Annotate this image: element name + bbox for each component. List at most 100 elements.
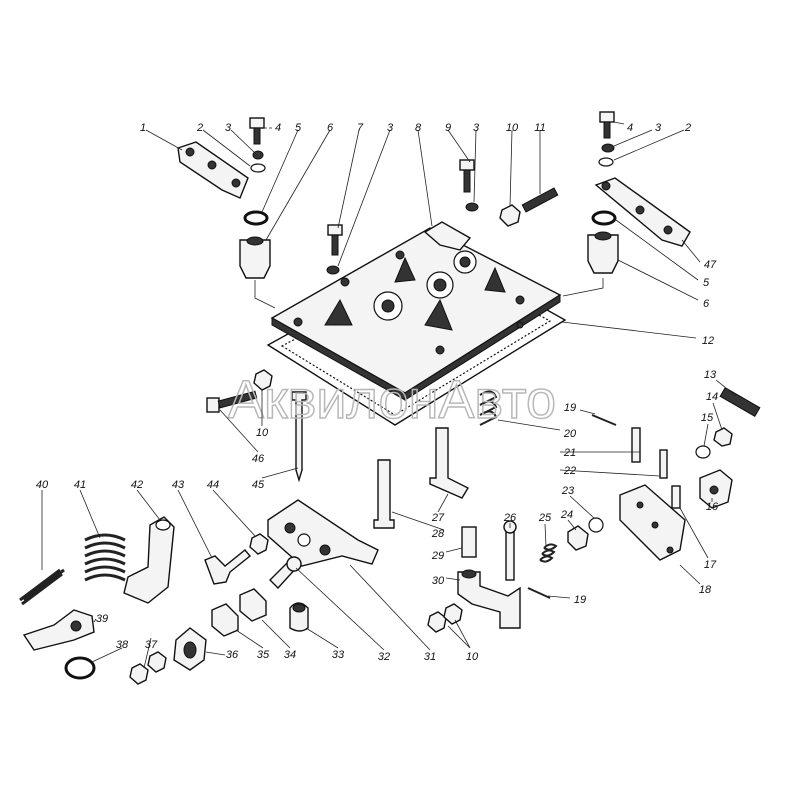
- label-9: 9: [445, 122, 451, 134]
- label-3: 3: [387, 122, 394, 134]
- label-46: 46: [252, 453, 265, 465]
- shaft-27: [429, 427, 469, 499]
- o-ring-5: [243, 210, 269, 226]
- bracket-8: [423, 221, 472, 251]
- nut-10c: [443, 603, 463, 625]
- label-20: 20: [563, 428, 577, 440]
- label-2: 2: [196, 122, 203, 134]
- label-34: 34: [284, 649, 296, 661]
- label-37: 37: [145, 639, 158, 651]
- label-26: 26: [503, 512, 517, 524]
- label-24: 24: [560, 509, 573, 521]
- label-6: 6: [703, 298, 710, 310]
- label-41: 41: [74, 479, 86, 491]
- label-10: 10: [506, 122, 519, 134]
- label-22: 22: [563, 465, 576, 477]
- label-40: 40: [36, 479, 49, 491]
- washer-15: [695, 445, 711, 459]
- nut-37: [129, 663, 149, 685]
- label-23: 23: [561, 485, 575, 497]
- watermark: АквилонАвто: [228, 370, 556, 430]
- label-12: 12: [702, 335, 714, 347]
- label-4: 4: [275, 122, 281, 134]
- label-29: 29: [431, 550, 444, 562]
- label-33: 33: [332, 649, 345, 661]
- label-19: 19: [564, 402, 576, 414]
- label-18: 18: [699, 584, 712, 596]
- bolt-4-head: [249, 117, 265, 129]
- nut-44: [249, 533, 269, 555]
- lever-1: [177, 141, 249, 199]
- bracket-18: [619, 484, 686, 561]
- label-14: 14: [706, 391, 718, 403]
- screw-43: [204, 549, 251, 585]
- connector-line-left: [254, 280, 276, 309]
- label-21: 21: [563, 447, 576, 459]
- nut-14: [713, 427, 733, 447]
- washer-2b: [598, 157, 614, 167]
- nut-10: [499, 204, 521, 227]
- nut-10d: [253, 369, 273, 391]
- label-10: 10: [256, 427, 269, 439]
- label-38: 38: [116, 639, 129, 651]
- o-ring-5b: [591, 210, 617, 226]
- washer-2: [250, 163, 266, 173]
- connector-line-right: [562, 278, 604, 297]
- part-number-labels: 1 2 3 4 5 6 7 3 8 9 3 10 11 4 3 2 47 5 6…: [36, 122, 719, 663]
- label-17: 17: [704, 559, 717, 571]
- bolt-46-shank: [217, 390, 258, 409]
- label-8: 8: [415, 122, 422, 134]
- bolt-13: [719, 386, 761, 418]
- spring-40: [19, 568, 65, 606]
- label-31: 31: [424, 651, 436, 663]
- label-3: 3: [473, 122, 480, 134]
- bushing-6: [239, 239, 271, 279]
- plug-35: [211, 603, 239, 637]
- washer-3d: [601, 143, 615, 153]
- spring-20: [479, 390, 498, 426]
- label-25: 25: [538, 512, 552, 524]
- bushing-6b: [587, 234, 619, 274]
- bushing-29: [461, 526, 477, 558]
- label-3: 3: [655, 122, 662, 134]
- washer-23: [588, 517, 604, 533]
- lever-31: [267, 499, 379, 567]
- pin-21: [631, 427, 641, 463]
- bolt-4b-head: [599, 111, 615, 123]
- label-42: 42: [131, 479, 143, 491]
- spring-25: [539, 543, 558, 563]
- label-15: 15: [701, 412, 714, 424]
- label-43: 43: [172, 479, 185, 491]
- spring-19: [591, 414, 617, 426]
- washer-3b: [326, 265, 340, 275]
- bolt-9: [459, 159, 475, 171]
- bracket-30: [457, 571, 521, 629]
- lever-39: [22, 609, 95, 651]
- label-5: 5: [295, 122, 302, 134]
- pin-45: [291, 391, 307, 483]
- cover-plate-edge-right: [404, 294, 561, 401]
- bushing-34: [239, 588, 267, 622]
- label-36: 36: [226, 649, 239, 661]
- label-1: 1: [140, 122, 146, 134]
- label-4: 4: [627, 122, 633, 134]
- pin-22: [659, 449, 668, 479]
- plug-24: [567, 525, 589, 551]
- label-2: 2: [684, 122, 691, 134]
- washer-38: [64, 656, 96, 680]
- label-7: 7: [357, 122, 364, 134]
- bolt-7: [327, 224, 343, 236]
- label-44: 44: [207, 479, 219, 491]
- label-16: 16: [706, 501, 719, 513]
- label-13: 13: [704, 369, 717, 381]
- lever-42: [123, 516, 175, 604]
- label-6: 6: [327, 122, 334, 134]
- label-28: 28: [431, 528, 445, 540]
- label-45: 45: [252, 479, 265, 491]
- bolt-46-head: [206, 397, 220, 413]
- label-27: 27: [431, 512, 445, 524]
- label-5: 5: [703, 277, 710, 289]
- nut-10b: [427, 611, 447, 633]
